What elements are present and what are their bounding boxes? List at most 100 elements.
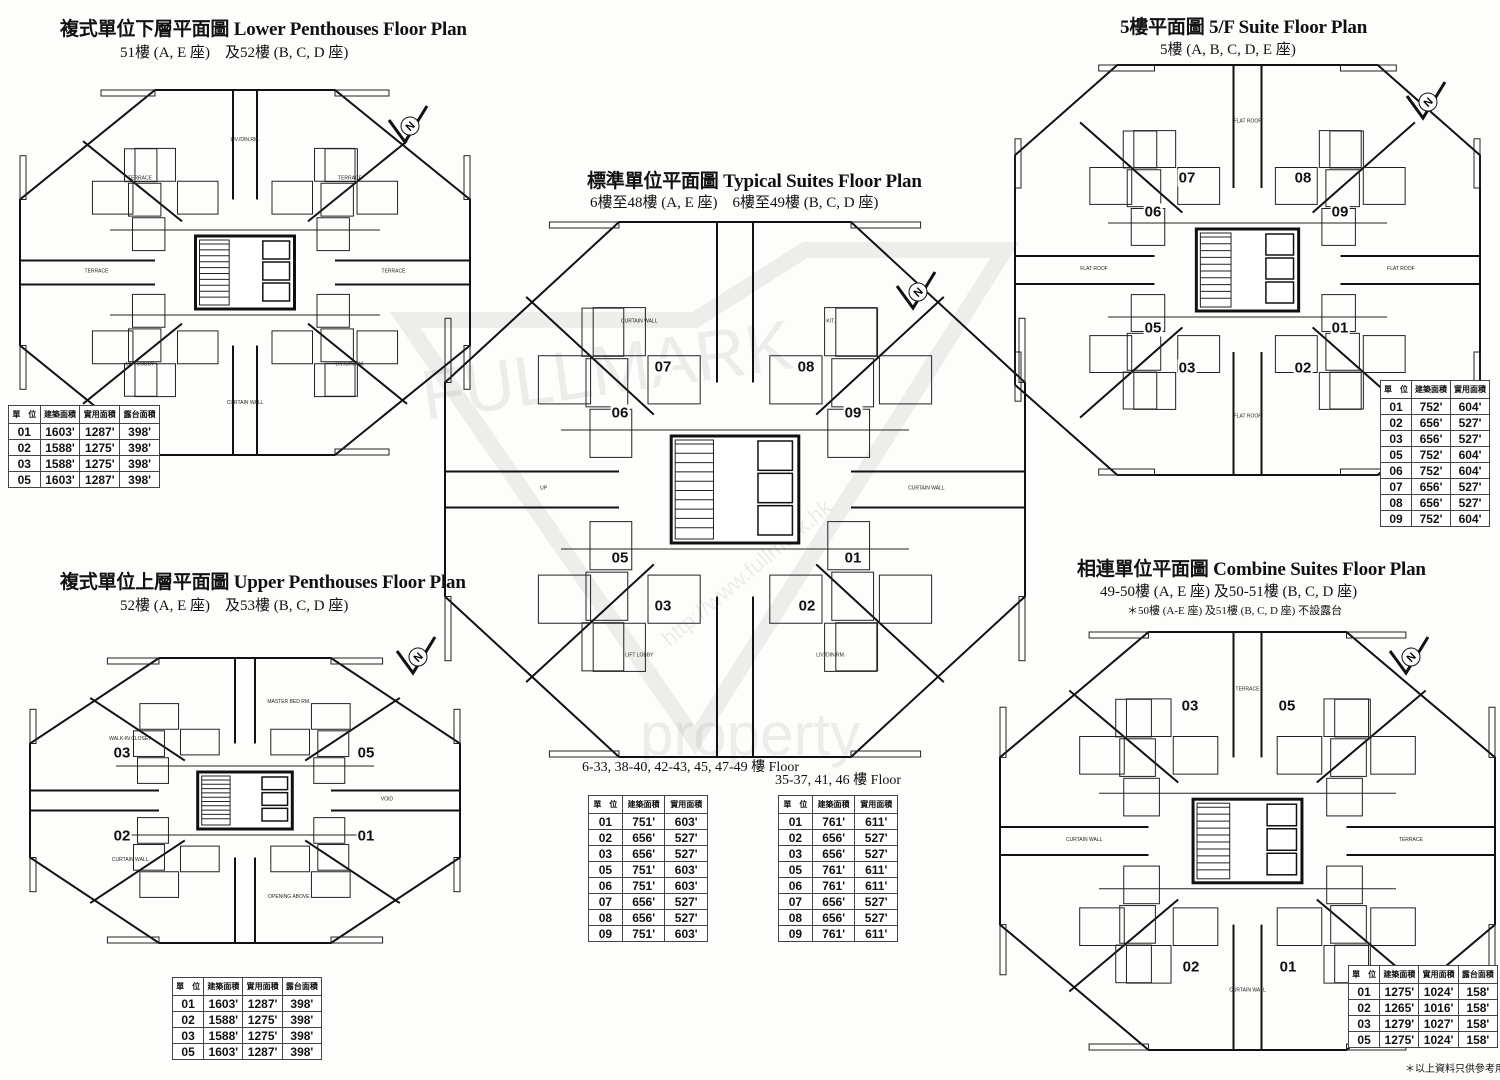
bay-window: [850, 750, 922, 758]
cell-unit: 06: [778, 877, 813, 894]
cell-gross: 751': [621, 877, 666, 894]
cell-unit: 08: [778, 909, 813, 926]
room: [139, 871, 180, 898]
cell-balcony: 158': [1457, 999, 1499, 1016]
unit-number-label: 03: [112, 744, 132, 762]
room: [132, 217, 166, 252]
unit-number-label: 09: [1330, 203, 1350, 221]
room: [314, 363, 356, 398]
cell-gross: 656': [811, 845, 856, 862]
combine-subtitle: 49-50樓 (A, E 座) 及50-51樓 (B, C, D 座): [1100, 584, 1358, 600]
unit-number-label: 05: [1143, 319, 1163, 337]
lift-shaft: [262, 240, 291, 260]
cell-unit: 07: [1380, 478, 1412, 495]
cell-unit: 02: [588, 829, 623, 846]
cell-saleable: 1287': [79, 423, 121, 440]
room-label: OPENING ABOVE: [268, 894, 310, 900]
cell-balcony: 158': [1457, 1015, 1499, 1032]
room: [132, 293, 166, 328]
column-header-balcony: 露台面積: [1457, 965, 1499, 984]
cell-unit: 07: [778, 893, 813, 910]
lift-shaft: [261, 807, 289, 822]
unit-number-label: 08: [1293, 169, 1313, 187]
room: [177, 330, 219, 365]
cell-saleable: 1024': [1418, 1031, 1459, 1048]
cell-saleable: 603': [664, 813, 708, 830]
staircase: [201, 775, 231, 826]
lower-penthouse-title: 複式單位下層平面圖 Lower Penthouses Floor Plan: [60, 19, 467, 40]
room: [1123, 865, 1160, 905]
room: [1122, 371, 1158, 410]
room: [1318, 130, 1362, 168]
bay-window: [29, 708, 37, 744]
room: [1274, 167, 1318, 205]
room-label: TERRACE: [1236, 687, 1261, 693]
unit-number-label: 06: [610, 404, 630, 422]
room: [1115, 944, 1152, 984]
room: [1334, 698, 1371, 738]
lift-shaft: [1266, 803, 1298, 827]
party-wall: [89, 839, 186, 904]
room: [769, 355, 823, 405]
column-header-unit: 單 位: [171, 977, 205, 996]
cell-gross: 656': [811, 893, 856, 910]
unit-number-label: 02: [797, 597, 817, 615]
cell-gross: 1588': [39, 439, 81, 456]
room: [1089, 167, 1133, 205]
unit-number-label: 05: [1277, 697, 1297, 715]
north-compass-icon: N: [385, 102, 429, 146]
cell-gross: 752': [1411, 510, 1451, 527]
lift-shaft: [1266, 827, 1298, 852]
typical-table-b-caption: 35-37, 41, 46 樓 Floor: [775, 773, 901, 788]
cell-saleable: 527': [854, 909, 898, 926]
cell-unit: 02: [171, 1011, 205, 1028]
room: [769, 574, 823, 624]
cell-saleable: 604': [1450, 446, 1490, 463]
typical-title: 標準單位平面圖 Typical Suites Floor Plan: [587, 171, 922, 192]
cell-saleable: 611': [854, 861, 898, 878]
room: [878, 574, 933, 624]
room: [1119, 905, 1156, 944]
lift-shaft: [262, 261, 291, 281]
cell-unit: 02: [8, 439, 41, 456]
cell-unit: 01: [1347, 983, 1381, 1000]
bay-window: [999, 706, 1007, 758]
bay-window: [444, 596, 452, 662]
bay-window: [330, 657, 384, 665]
room: [137, 817, 169, 844]
room: [124, 148, 158, 183]
cell-saleable: 527': [1450, 478, 1490, 495]
room: [647, 574, 701, 624]
cell-unit: 03: [171, 1027, 205, 1044]
cell-unit: 01: [8, 423, 41, 440]
room: [1370, 907, 1416, 947]
party-wall: [89, 697, 186, 762]
cell-saleable: 527': [664, 893, 708, 910]
column-header-unit: 單 位: [588, 795, 623, 814]
cell-unit: 03: [1347, 1015, 1381, 1032]
room: [324, 362, 358, 397]
cell-balcony: 398': [281, 995, 323, 1012]
room: [177, 180, 219, 215]
bay-window: [1088, 631, 1149, 639]
room: [1172, 736, 1219, 775]
cell-saleable: 1287': [242, 1043, 283, 1060]
room: [831, 358, 875, 408]
cell-saleable: 527': [854, 829, 898, 846]
cell-saleable: 603': [664, 877, 708, 894]
